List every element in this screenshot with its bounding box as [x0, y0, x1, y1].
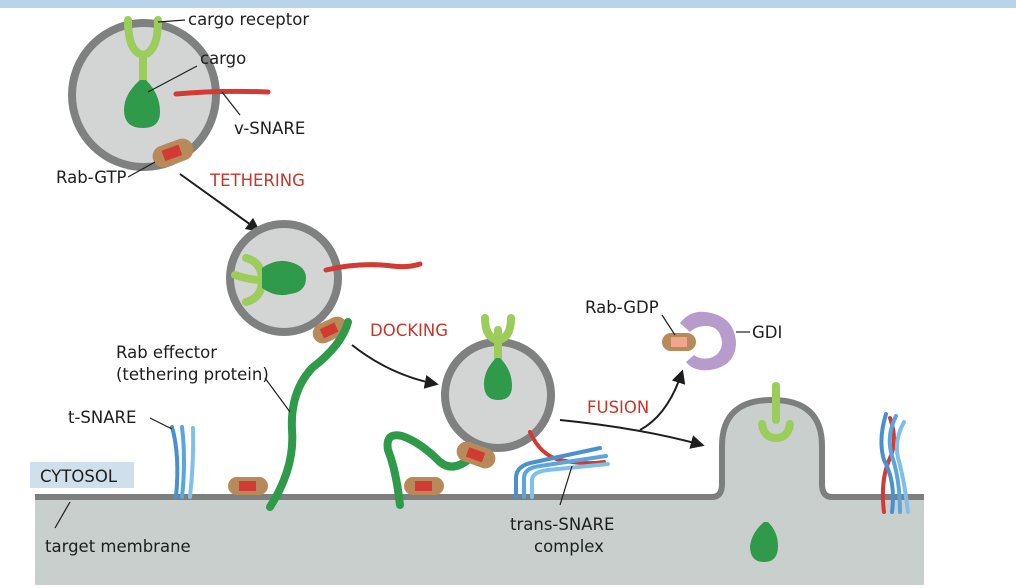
rab-gtp-leader: [127, 161, 156, 178]
cytosol-label: CYTOSOL: [40, 467, 118, 486]
target-membrane-leader: [54, 501, 71, 529]
target-membrane-label: target membrane: [45, 537, 191, 556]
rab-effector-tether: [266, 318, 352, 511]
cytosol-box: [30, 462, 134, 488]
fusion-label: FUSION: [587, 398, 649, 417]
docking-label: DOCKING: [370, 321, 448, 340]
vesicle-1: [68, 16, 271, 171]
header-band: [0, 0, 1016, 8]
rab-effector-label-line1: Rab effector: [116, 343, 217, 362]
t-snare-leader: [149, 417, 173, 430]
rab-release-arrow: [639, 369, 686, 431]
cis-snare-bundle: [879, 412, 910, 514]
rab-effector-label-line2: (tethering protein): [116, 365, 269, 384]
rab-gdp-leader: [661, 314, 676, 336]
t-snare-bundle: [170, 425, 196, 499]
rab-gdp: [662, 333, 696, 351]
released-cargo: [750, 522, 778, 562]
vesicle-2: [226, 220, 423, 344]
rab-effector-folded: [383, 431, 472, 509]
rab-on-membrane-2: [404, 477, 444, 495]
cargo-label: cargo: [200, 49, 246, 68]
trans-snare-leader: [559, 465, 573, 506]
cargo-receptor-leader: [157, 19, 186, 23]
trans-snare-label-line1: trans-SNARE: [510, 515, 614, 534]
t-snare-label: t-SNARE: [68, 408, 136, 427]
gdi-label: GDI: [752, 323, 782, 342]
fusion-arrow: [559, 419, 705, 449]
v-snare-leader: [221, 91, 241, 116]
tethering-arrow: [179, 173, 261, 232]
v-snare-label: v-SNARE: [234, 119, 305, 138]
fused-cargo-receptor: [758, 382, 794, 443]
rab-gdp-label: Rab-GDP: [585, 298, 659, 317]
target-membrane-region: [35, 400, 924, 585]
cargo-receptor-label: cargo receptor: [188, 10, 309, 29]
cargo-leader: [147, 65, 198, 93]
docking-arrow: [351, 344, 439, 389]
tethering-label: TETHERING: [209, 171, 305, 190]
gdi-protein: [680, 311, 736, 371]
rab-effector-leader: [264, 377, 291, 413]
trans-snare-complex: [514, 430, 610, 499]
rab-on-membrane-1: [228, 477, 268, 495]
trans-snare-label-line2: complex: [534, 537, 604, 556]
vesicle-3: [441, 314, 555, 469]
rab-gtp-label: Rab-GTP: [56, 168, 127, 187]
